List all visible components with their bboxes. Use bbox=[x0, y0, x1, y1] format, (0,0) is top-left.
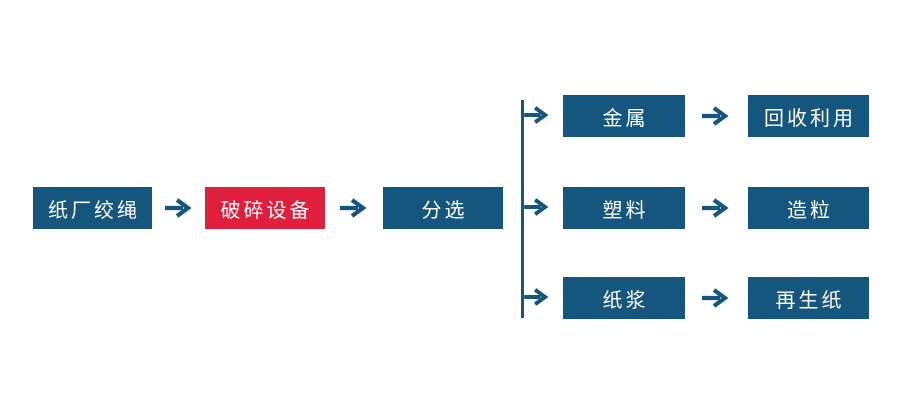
node-sorting: 分选 bbox=[383, 187, 503, 229]
branch-arrow-right-icon bbox=[524, 106, 549, 124]
arrow-right-icon bbox=[702, 288, 729, 308]
node-crushing-equipment: 破碎设备 bbox=[205, 187, 325, 229]
arrow-right-icon bbox=[165, 198, 192, 218]
arrow-right-icon bbox=[702, 198, 729, 218]
node-plastic: 塑料 bbox=[563, 187, 685, 229]
node-pulp: 纸浆 bbox=[563, 277, 685, 319]
node-granulation: 造粒 bbox=[748, 187, 869, 229]
branch-connector-line bbox=[521, 100, 524, 318]
branch-arrow-right-icon bbox=[524, 288, 549, 306]
node-recycling-reuse: 回收利用 bbox=[748, 95, 869, 137]
branch-arrow-right-icon bbox=[524, 198, 549, 216]
arrow-right-icon bbox=[340, 198, 367, 218]
node-recycled-paper: 再生纸 bbox=[748, 277, 869, 319]
node-metal: 金属 bbox=[563, 95, 685, 137]
arrow-right-icon bbox=[702, 106, 729, 126]
node-paper-mill-rope: 纸厂绞绳 bbox=[33, 187, 152, 229]
